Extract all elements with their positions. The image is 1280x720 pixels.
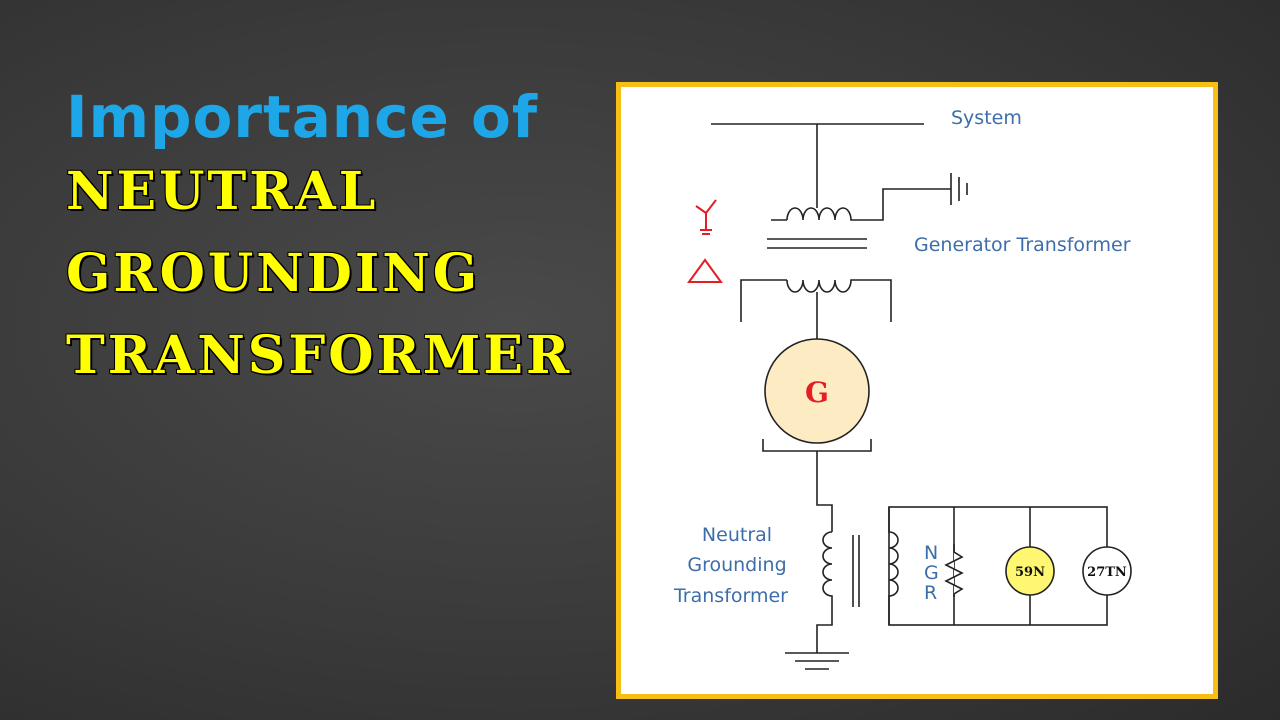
title-importance-of: Importance of bbox=[66, 83, 539, 151]
neutral-line bbox=[816, 451, 833, 532]
diagram-frame: System Generator Transformer G bbox=[616, 82, 1218, 699]
gt-secondary-coil bbox=[740, 279, 892, 322]
ngr-letter-r: R bbox=[924, 582, 937, 604]
gen-transformer-label: Generator Transformer bbox=[914, 234, 1131, 256]
gt-primary-coil bbox=[771, 188, 951, 221]
title-transformer: TRANSFORMER bbox=[66, 325, 573, 386]
ngr-resistor bbox=[944, 544, 964, 597]
relay-59n-circle bbox=[1005, 546, 1055, 596]
title-neutral: NEUTRAL bbox=[66, 161, 379, 222]
delta-icon bbox=[687, 258, 723, 283]
title-grounding: GROUNDING bbox=[66, 243, 481, 304]
relay-59n-label: 59N bbox=[1015, 565, 1045, 580]
ngt-label-line1: Neutral bbox=[702, 524, 772, 546]
generator-symbol: G bbox=[805, 376, 829, 409]
relay-27tn-circle bbox=[1082, 546, 1132, 596]
ngt-label-line2: Grounding bbox=[687, 554, 786, 576]
relay-27tn-label: 27TN bbox=[1087, 565, 1127, 580]
generator-circle bbox=[764, 338, 870, 444]
title-block: Importance of NEUTRAL GROUNDING TRANSFOR… bbox=[66, 88, 572, 412]
ngt-label-line3: Transformer bbox=[673, 585, 788, 607]
ngr-letter-n: N bbox=[924, 542, 938, 564]
ngr-letter-g: G bbox=[924, 562, 939, 584]
secondary-bus-loop bbox=[888, 506, 1108, 626]
system-label: System bbox=[951, 107, 1022, 129]
ngt-secondary-coil bbox=[888, 507, 899, 625]
wye-grounded-icon bbox=[695, 199, 717, 235]
circuit-diagram: System Generator Transformer G bbox=[673, 107, 1132, 670]
ngt-primary-coil bbox=[816, 531, 833, 653]
